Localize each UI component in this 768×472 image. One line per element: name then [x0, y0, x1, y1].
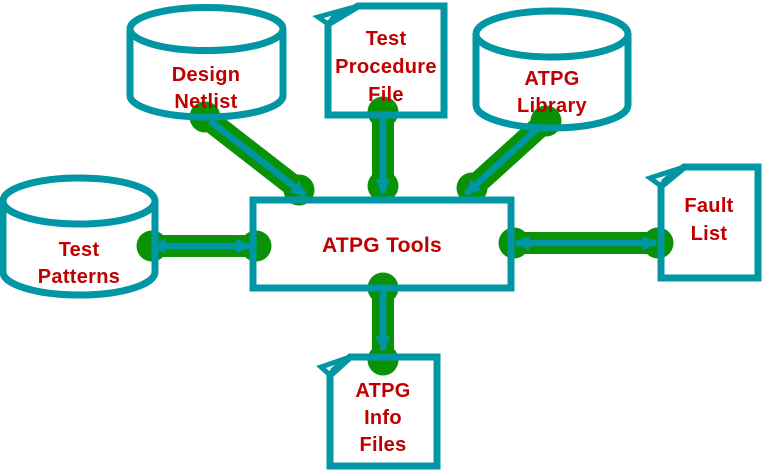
atpg-library-label-line1: ATPG: [524, 68, 579, 90]
node-fault-list: [644, 163, 762, 282]
fold-curl: [661, 174, 670, 182]
cylinder-top: [126, 4, 287, 54]
atpg-library-label-line2: Library: [517, 95, 587, 117]
design-netlist-label-line1: Design: [172, 64, 240, 86]
fold-curl: [329, 12, 338, 20]
document-shape: [324, 2, 448, 119]
atpg-info-files-label-line3: Files: [359, 434, 406, 456]
cylinder-top: [472, 7, 632, 61]
pointer-atpg-library-to-atpg-tools: [463, 123, 543, 197]
folded-corner: [644, 164, 685, 189]
document-shape: [657, 163, 762, 282]
node-test-patterns: [0, 174, 159, 299]
test-procedure-file-label-line1: Test: [366, 28, 407, 50]
fault-list-label-line1: Fault: [684, 195, 733, 217]
node-design-netlist: [126, 4, 287, 121]
edge-pointers: [150, 116, 658, 352]
fold-curl: [330, 363, 339, 371]
test-patterns-label-line2: Patterns: [38, 266, 120, 288]
atpg-info-files-label-line2: Info: [364, 407, 402, 429]
node-atpg-tools: [249, 196, 515, 292]
atpg-info-files-label-line1: ATPG: [355, 380, 410, 402]
test-procedure-file-label-line2: Procedure: [335, 56, 437, 78]
test-procedure-file-label-line3: File: [368, 84, 404, 106]
test-patterns-label-line1: Test: [59, 239, 100, 261]
cylinder-body: [0, 201, 159, 299]
folded-corner: [312, 3, 359, 27]
fault-list-label-line2: List: [691, 223, 728, 245]
folded-corner: [316, 354, 351, 377]
design-netlist-label-line2: Netlist: [174, 91, 237, 113]
node-atpg-info-files: [316, 353, 441, 470]
process-box: [249, 196, 515, 292]
node-atpg-library: [472, 7, 632, 132]
cylinder-body: [126, 29, 287, 121]
pointer-design-netlist-to-atpg-tools: [208, 118, 307, 198]
cylinder-top: [0, 174, 159, 228]
cylinder-body: [472, 34, 632, 132]
document-shape: [326, 353, 441, 470]
node-labels: Design Netlist Test Procedure File ATPG …: [38, 28, 734, 456]
node-test-procedure-file: [312, 2, 448, 119]
atpg-tools-label: ATPG Tools: [322, 234, 442, 257]
